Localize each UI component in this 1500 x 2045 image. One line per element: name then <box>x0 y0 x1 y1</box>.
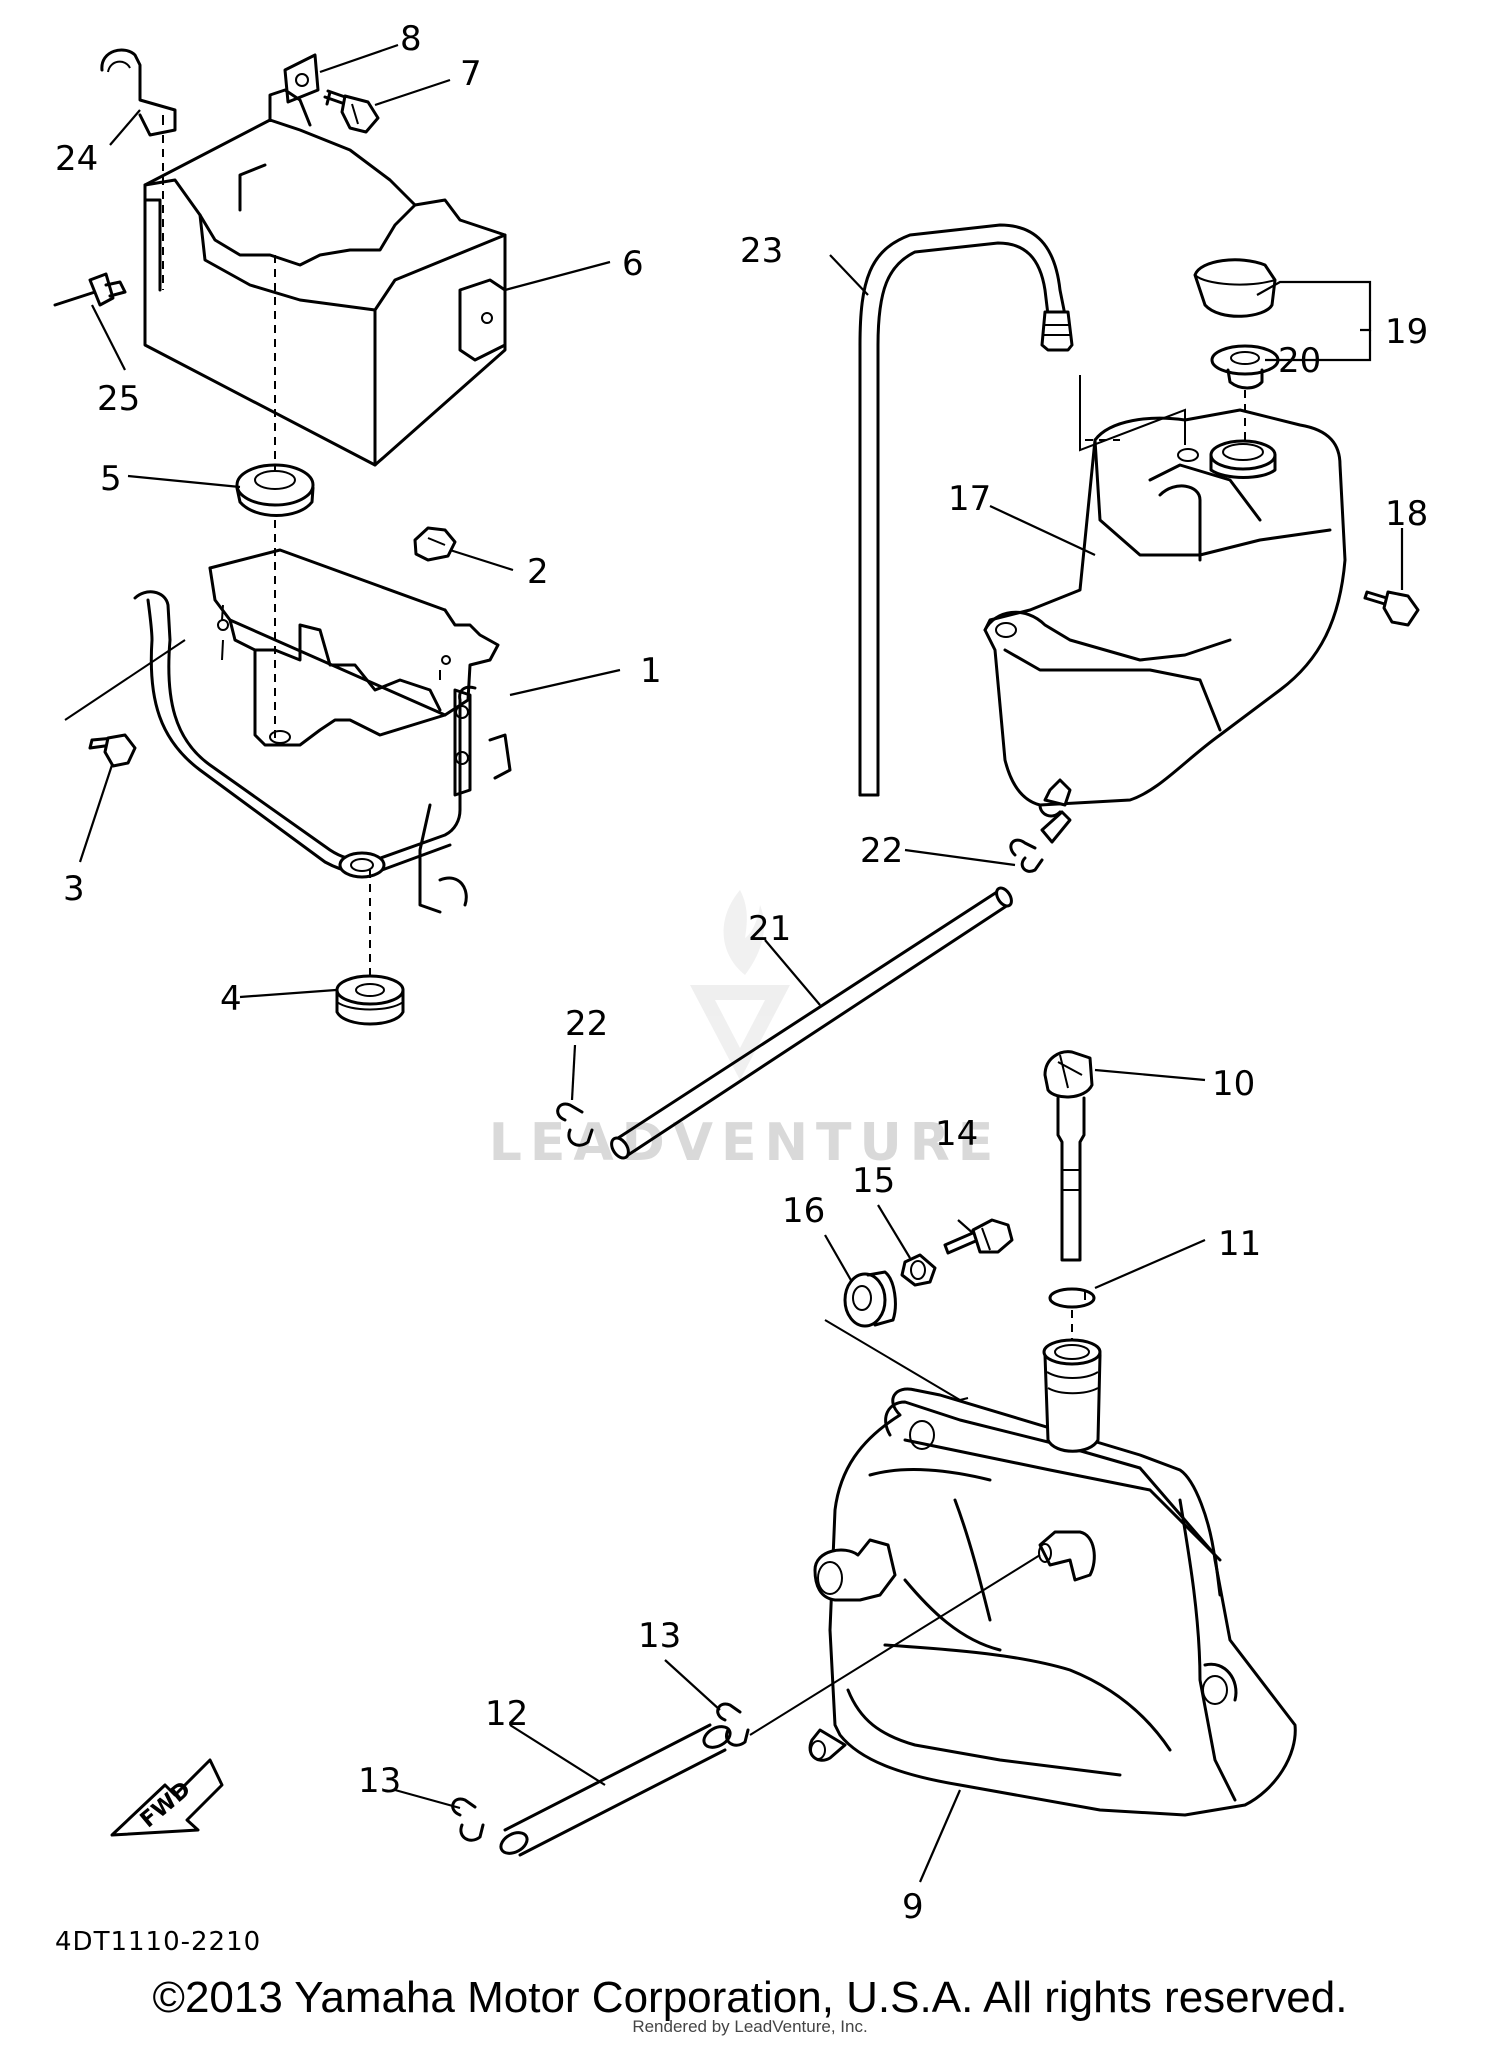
part-5-grommet <box>235 463 315 517</box>
label-13-lower: 13 <box>358 1761 401 1801</box>
copyright-notice: ©2013 Yamaha Motor Corporation, U.S.A. A… <box>153 1973 1348 2022</box>
label-4: 4 <box>220 979 242 1019</box>
part-18-bolt <box>1363 590 1420 627</box>
leader-lines <box>78 43 1404 1883</box>
label-7: 7 <box>460 54 482 94</box>
part-2-nut-clip <box>413 526 457 562</box>
label-17: 17 <box>948 479 991 519</box>
fwd-arrow-icon: FWD <box>110 1758 224 1837</box>
label-20: 20 <box>1278 341 1321 381</box>
part-11-o-ring <box>1048 1287 1096 1309</box>
figure-code: 4DT1110-2210 <box>55 1927 261 1957</box>
label-6: 6 <box>622 244 644 284</box>
label-3: 3 <box>63 869 85 909</box>
label-23: 23 <box>740 231 783 271</box>
part-labels: 1 2 3 4 5 6 7 8 9 10 11 12 13 13 14 15 1… <box>55 19 1428 1927</box>
label-25: 25 <box>97 379 140 419</box>
part-1-bracket <box>133 548 512 914</box>
assembly-lines <box>64 135 1246 1736</box>
part-23-breather-hose <box>858 223 1074 797</box>
part-22-clamp-lower <box>556 1102 594 1147</box>
part-16-grommet <box>843 1270 897 1328</box>
label-2: 2 <box>527 552 549 592</box>
part-20-gasket <box>1210 344 1280 390</box>
rendered-by-notice: Rendered by LeadVenture, Inc. <box>632 2017 867 2036</box>
label-12: 12 <box>485 1694 528 1734</box>
label-8: 8 <box>400 19 422 59</box>
watermark-logo-icon <box>690 890 790 1080</box>
part-9-oil-tank <box>808 1338 1297 1817</box>
label-5: 5 <box>100 459 122 499</box>
label-13-upper: 13 <box>638 1616 681 1656</box>
watermark-text: LEADVENTURE <box>489 1113 1002 1173</box>
part-10-oil-cap <box>1043 1050 1094 1262</box>
part-6-battery-box <box>143 88 507 467</box>
part-7-bolt <box>323 89 380 134</box>
label-15: 15 <box>852 1161 895 1201</box>
part-22-clamp-upper <box>1009 810 1072 873</box>
label-21: 21 <box>748 909 791 949</box>
part-24-clip <box>100 48 177 137</box>
label-1: 1 <box>640 651 662 691</box>
label-10: 10 <box>1212 1064 1255 1104</box>
label-22-upper: 22 <box>860 831 903 871</box>
label-16: 16 <box>782 1191 825 1231</box>
label-18: 18 <box>1385 494 1428 534</box>
label-9: 9 <box>902 1887 924 1927</box>
part-25-rivet <box>53 272 127 307</box>
label-22-lower: 22 <box>565 1004 608 1044</box>
part-21-hose <box>610 886 1013 1160</box>
label-11: 11 <box>1218 1224 1261 1264</box>
part-8-bracket <box>283 53 320 104</box>
part-14-bolt <box>943 1218 1014 1255</box>
part-3-bolt <box>88 733 137 768</box>
part-13-clamp-lower <box>451 1797 485 1842</box>
part-15-collar <box>900 1253 937 1287</box>
label-14: 14 <box>935 1114 978 1154</box>
part-13-clamp-upper <box>716 1702 750 1747</box>
part-12-hose <box>499 1723 732 1857</box>
part-4-grommet <box>335 974 405 1026</box>
part-19-cap <box>1193 258 1277 318</box>
label-24: 24 <box>55 139 98 179</box>
label-19: 19 <box>1385 312 1428 352</box>
part-17-reservoir-tank <box>983 408 1347 818</box>
